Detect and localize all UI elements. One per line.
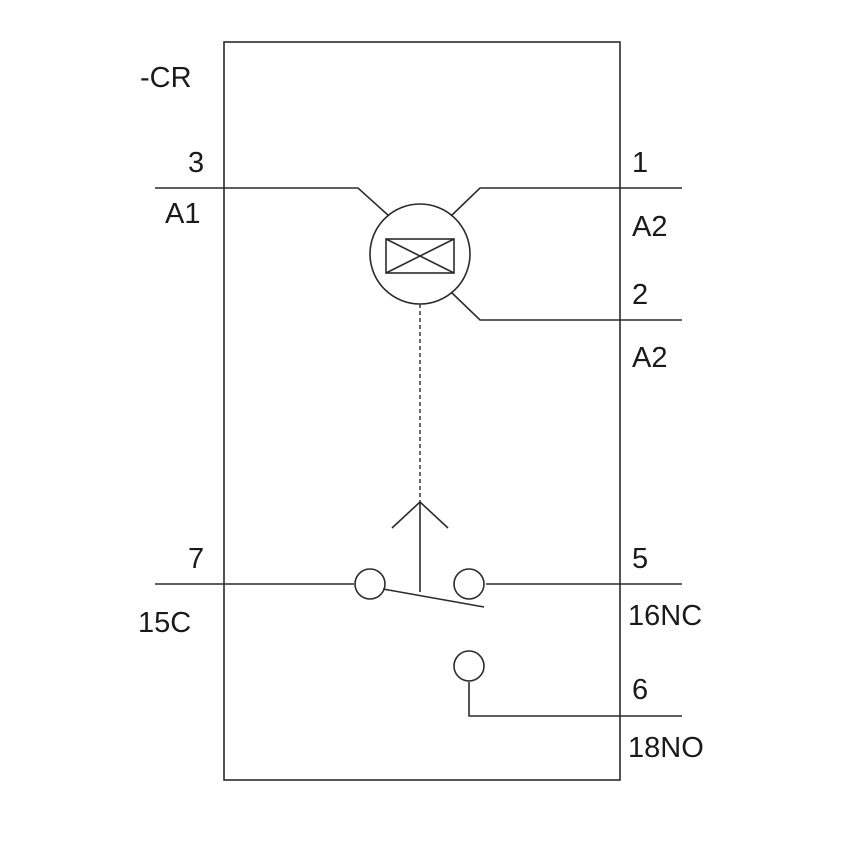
coil-wire-a2-top <box>450 187 682 217</box>
coil-wire-a1 <box>155 187 390 217</box>
terminal-15c-name: 15C <box>138 607 191 639</box>
common-contact <box>354 568 386 600</box>
designation-label: -CR <box>140 62 192 94</box>
terminal-a1-name: A1 <box>165 198 200 230</box>
terminal-6-number: 6 <box>632 674 648 706</box>
no-wire <box>468 682 682 717</box>
coil-box <box>385 238 455 274</box>
coil-wire-a2-bottom <box>450 291 682 321</box>
terminal-7-number: 7 <box>188 543 204 575</box>
nc-contact <box>453 568 485 600</box>
terminal-5-number: 5 <box>632 543 648 575</box>
terminal-16nc-name: 16NC <box>628 600 702 632</box>
coil-box-diagonal-2 <box>385 238 455 274</box>
terminal-1-number: 1 <box>632 147 648 179</box>
terminal-a2-name-bottom: A2 <box>632 342 667 374</box>
terminal-a2-name-top: A2 <box>632 211 667 243</box>
terminal-2-number: 2 <box>632 279 648 311</box>
terminal-18no-name: 18NO <box>628 732 704 764</box>
relay-housing <box>223 41 621 781</box>
terminal-3-number: 3 <box>188 147 204 179</box>
no-contact <box>453 650 485 682</box>
switch-blade <box>382 588 485 608</box>
